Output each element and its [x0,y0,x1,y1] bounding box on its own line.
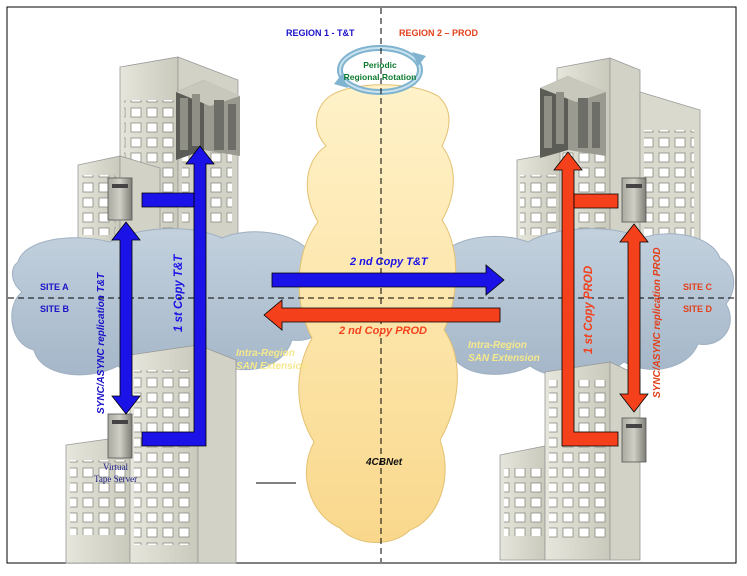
server-c-link-bar [574,194,618,208]
region-2-label: REGION 2 – PROD [399,28,478,38]
rotation-label-line2: Regional Rotation [344,72,417,82]
vts-label-line2: Tape Server [94,474,137,484]
san-extension-left-line2: SAN Extension [236,361,308,372]
site-c-label: SITE C [683,282,712,292]
site-a-label: SITE A [40,282,69,292]
rotation-label-line1: Periodic [363,60,397,70]
vts-label-line1: Virtual [103,462,128,472]
san-extension-right-line1: Intra-Region [468,340,527,351]
san-extension-right-line2: SAN Extension [468,353,540,364]
replication-tt-label: SYNC/ASYNC replication T&T [96,272,107,414]
building-left-bottom [66,345,236,563]
virtual-tape-server-icon [108,414,132,458]
network-name-label: 4CBNet [366,457,402,468]
san-extension-left-line1: Intra-Region [236,348,295,359]
storage-array-right-icon [540,76,606,158]
storage-array-left-icon [176,80,240,160]
region-1-label: REGION 1 - T&T [286,28,355,38]
server-site-a-icon [108,178,132,220]
server-a-link-bar [142,193,194,207]
first-copy-prod-label: 1 st Copy PROD [583,266,595,354]
site-d-label: SITE D [683,304,712,314]
second-copy-prod-label: 2 nd Copy PROD [339,325,427,337]
site-b-label: SITE B [40,304,69,314]
replication-prod-label: SYNC/ASYNC replication PROD [652,247,663,398]
server-site-c-icon [622,178,646,222]
second-copy-tt-label: 2 nd Copy T&T [350,256,428,268]
server-site-d-icon [622,418,646,462]
first-copy-tt-label: 1 st Copy T&T [173,254,185,332]
